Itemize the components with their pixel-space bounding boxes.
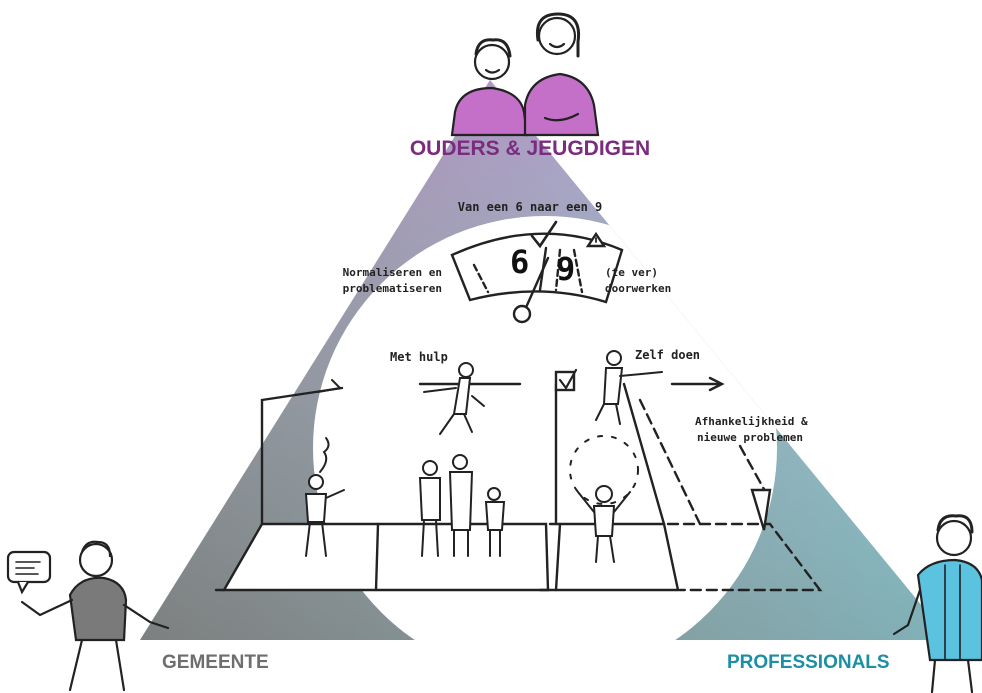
overwork-label-line2: doorwerken — [605, 282, 671, 295]
normalise-label-line2: problematiseren — [343, 282, 442, 295]
journey-figures — [304, 350, 663, 563]
with-help-label: Met hulp — [390, 350, 448, 364]
professional-person — [892, 514, 982, 693]
gauge-value-six: 6 — [510, 243, 529, 281]
dependency-label-line2: nieuwe problemen — [697, 431, 803, 444]
dependency-label-line1: Afhankelijkheid & — [695, 415, 808, 428]
parents-youth-label: OUDERS & JEUGDIGEN — [410, 137, 650, 160]
professionals-label: PROFESSIONALS — [727, 652, 890, 673]
municipality-label: GEMEENTE — [162, 652, 269, 673]
gauge-heading: Van een 6 naar een 9 — [458, 200, 603, 214]
municipality-person — [6, 540, 170, 692]
rating-gauge — [450, 220, 624, 324]
overwork-label-line1: (te ver) — [605, 266, 658, 279]
parents-and-youth-figures — [450, 12, 600, 137]
normalise-label-line1: Normaliseren en — [343, 266, 442, 279]
gauge-value-nine: 9 — [556, 250, 575, 288]
self-label: Zelf doen — [635, 348, 700, 362]
